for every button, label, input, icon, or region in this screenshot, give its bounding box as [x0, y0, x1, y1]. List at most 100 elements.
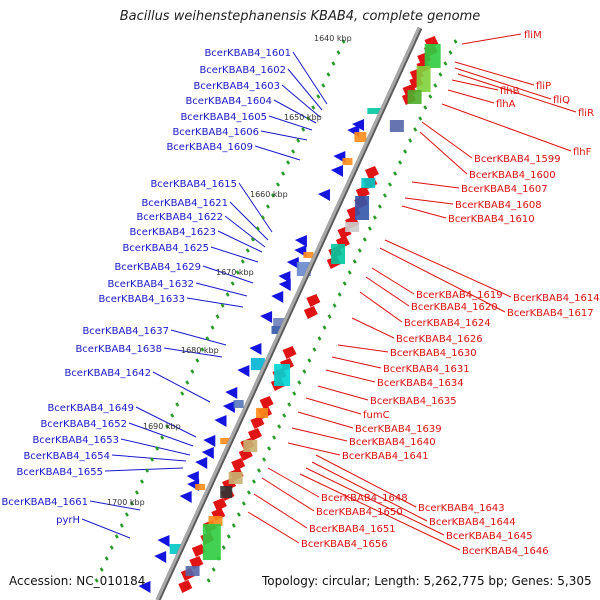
gene-label[interactable]: BcerKBAB4_1626	[396, 334, 483, 345]
gene-label[interactable]: BcerKBAB4_1615	[150, 179, 237, 190]
gene-arrow	[237, 365, 250, 377]
gene-label[interactable]: BcerKBAB4_1632	[107, 279, 194, 290]
leader-line	[457, 73, 577, 113]
gene-label[interactable]: BcerKBAB4_1634	[377, 378, 464, 389]
gene-label[interactable]: flhA	[496, 99, 516, 110]
gene-label[interactable]: BcerKBAB4_1639	[355, 424, 442, 435]
gene-label[interactable]: BcerKBAB4_1621	[141, 198, 228, 209]
leader-line	[268, 115, 313, 131]
tick-mark	[134, 490, 139, 495]
tick-mark	[307, 358, 312, 363]
gene-label[interactable]: BcerKBAB4_1641	[342, 451, 429, 462]
gene-label[interactable]: BcerKBAB4_1601	[204, 48, 291, 59]
gene-block	[208, 516, 223, 526]
gene-label[interactable]: BcerKBAB4_1608	[455, 200, 542, 211]
gene-label[interactable]: BcerKBAB4_1652	[40, 419, 127, 430]
gene-arrow	[294, 245, 307, 257]
gene-label[interactable]: BcerKBAB4_1631	[383, 364, 470, 375]
gene-label[interactable]: BcerKBAB4_1651	[309, 524, 396, 535]
gene-label[interactable]: BcerKBAB4_1649	[47, 403, 134, 414]
tick-mark	[241, 501, 246, 506]
gene-label[interactable]: BcerKBAB4_1606	[172, 127, 259, 138]
gene-label[interactable]: BcerKBAB4_1600	[469, 170, 556, 181]
tick-mark	[322, 325, 327, 330]
gene-label[interactable]: pyrH	[56, 515, 80, 526]
leader-line	[253, 493, 308, 529]
gene-label[interactable]: BcerKBAB4_1655	[16, 467, 103, 478]
gene-label[interactable]: BcerKBAB4_1619	[416, 290, 503, 301]
gene-label[interactable]: fliQ	[553, 95, 570, 106]
gene-label[interactable]: BcerKBAB4_1617	[507, 308, 594, 319]
gene-label[interactable]: BcerKBAB4_1656	[301, 539, 388, 550]
leader-line	[81, 518, 131, 539]
leader-line	[111, 454, 187, 462]
gene-label[interactable]: BcerKBAB4_1602	[199, 65, 286, 76]
gene-arrow	[259, 396, 274, 409]
gene-label[interactable]: BcerKBAB4_1607	[461, 184, 548, 195]
gene-label[interactable]: BcerKBAB4_1605	[180, 112, 267, 123]
gene-label[interactable]: BcerKBAB4_1610	[448, 214, 535, 225]
gene-label[interactable]: flhF	[573, 147, 592, 158]
left-gene-labels: BcerKBAB4_1601 BcerKBAB4_1602 BcerKBAB4_…	[1, 48, 291, 526]
gene-label[interactable]: BcerKBAB4_1661	[1, 497, 88, 508]
gene-label[interactable]: BcerKBAB4_1646	[462, 546, 549, 557]
gene-label[interactable]: fliM	[524, 30, 542, 41]
tick-mark	[398, 160, 403, 165]
gene-label[interactable]: BcerKBAB4_1614	[513, 293, 600, 304]
gene-label[interactable]: BcerKBAB4_1645	[446, 531, 533, 542]
gene-arrow	[225, 387, 238, 399]
tick-mark	[150, 457, 155, 462]
tick-mark	[423, 105, 428, 110]
tick-mark	[270, 193, 276, 198]
gene-label[interactable]: BcerKBAB4_1648	[321, 493, 408, 504]
gene-label[interactable]: BcerKBAB4_1642	[64, 368, 151, 379]
gene-label[interactable]: BcerKBAB4_1654	[23, 451, 110, 462]
gene-block	[416, 66, 431, 92]
gene-label[interactable]: fliP	[536, 81, 551, 92]
leader-line	[135, 406, 197, 438]
gene-label[interactable]: BcerKBAB4_1609	[166, 142, 253, 153]
gene-label[interactable]: BcerKBAB4_1640	[349, 437, 436, 448]
tick-mark	[377, 204, 382, 209]
tick-mark	[185, 380, 190, 385]
gene-label[interactable]: BcerKBAB4_1644	[429, 517, 516, 528]
gene-label[interactable]: flhB	[500, 86, 520, 97]
gene-label[interactable]: BcerKBAB4_1604	[185, 96, 272, 107]
gene-label[interactable]: BcerKBAB4_1635	[370, 396, 457, 407]
tick-mark	[418, 116, 423, 121]
gene-block	[331, 244, 346, 264]
leader-line	[297, 411, 354, 429]
gene-label[interactable]: BcerKBAB4_1638	[75, 344, 162, 355]
kbp-ticks	[94, 39, 458, 583]
tick-mark	[286, 160, 291, 165]
tick-mark	[220, 303, 225, 308]
tick-mark	[321, 83, 326, 88]
gene-label[interactable]: BcerKBAB4_1643	[418, 503, 505, 514]
gene-label[interactable]: BcerKBAB4_1637	[82, 326, 169, 337]
gene-label[interactable]: BcerKBAB4_1650	[316, 507, 403, 518]
gene-label[interactable]: BcerKBAB4_1599	[474, 154, 561, 165]
gene-label[interactable]: BcerKBAB4_1622	[136, 212, 223, 223]
gene-label[interactable]: fliR	[578, 108, 594, 119]
gene-label[interactable]: fumC	[363, 410, 390, 421]
gene-label[interactable]: BcerKBAB4_1620	[411, 302, 498, 313]
tick-mark	[240, 259, 245, 264]
gene-label[interactable]: BcerKBAB4_1624	[404, 318, 491, 329]
gene-arrow	[317, 189, 330, 201]
gene-label[interactable]: BcerKBAB4_1653	[32, 435, 119, 446]
tick-mark	[341, 39, 346, 44]
gene-label[interactable]: BcerKBAB4_1623	[129, 227, 216, 238]
leader-line	[287, 442, 341, 456]
gene-arrow	[157, 535, 170, 547]
gene-label[interactable]: BcerKBAB4_1603	[193, 81, 280, 92]
gene-label[interactable]: BcerKBAB4_1630	[390, 348, 477, 359]
gene-arrow	[212, 498, 227, 511]
leader-line	[447, 89, 495, 104]
gene-arrow	[138, 581, 151, 593]
leader-line	[311, 461, 428, 522]
gene-label[interactable]: BcerKBAB4_1629	[114, 262, 201, 273]
gene-label[interactable]: BcerKBAB4_1625	[122, 243, 209, 254]
kbp-label: 1680 kbp	[181, 346, 219, 355]
tick-mark	[301, 127, 306, 132]
gene-label[interactable]: BcerKBAB4_1633	[98, 294, 185, 305]
